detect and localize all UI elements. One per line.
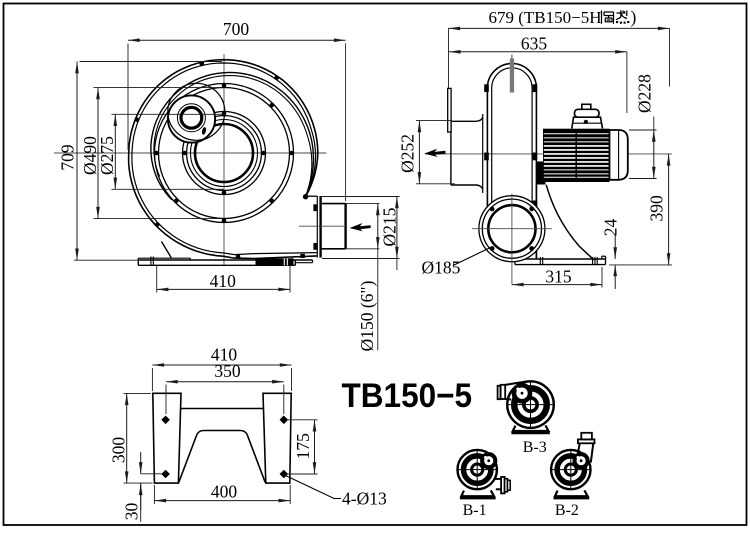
svg-text:): ) [631, 7, 637, 27]
svg-text:24: 24 [601, 219, 621, 237]
svg-text:Ø228: Ø228 [635, 74, 655, 113]
svg-text:Ø490: Ø490 [80, 136, 100, 175]
svg-text:Ø150 (6"): Ø150 (6") [357, 280, 377, 351]
svg-text:410: 410 [211, 345, 238, 365]
svg-text:B-2: B-2 [555, 502, 579, 519]
svg-text:B-1: B-1 [463, 502, 487, 519]
svg-text:Ø185: Ø185 [422, 258, 461, 278]
svg-text:679 (TB150−5H: 679 (TB150−5H [489, 8, 602, 27]
svg-text:30: 30 [121, 503, 141, 521]
svg-text:390: 390 [647, 195, 667, 222]
svg-text:709: 709 [57, 144, 77, 171]
svg-text:4-Ø13: 4-Ø13 [342, 489, 387, 509]
svg-text:700: 700 [223, 19, 250, 39]
svg-text:175: 175 [293, 433, 313, 460]
svg-text:350: 350 [214, 361, 241, 381]
svg-text:Ø215: Ø215 [379, 207, 399, 246]
svg-text:TB150−5: TB150−5 [342, 377, 473, 415]
svg-text:Ø252: Ø252 [398, 134, 418, 173]
svg-text:B-3: B-3 [523, 439, 547, 456]
svg-text:Ø275: Ø275 [97, 136, 117, 175]
svg-text:410: 410 [210, 271, 237, 291]
svg-text:315: 315 [545, 266, 572, 286]
svg-text:635: 635 [521, 33, 548, 53]
svg-text:300: 300 [108, 437, 128, 464]
svg-text:400: 400 [211, 481, 238, 501]
